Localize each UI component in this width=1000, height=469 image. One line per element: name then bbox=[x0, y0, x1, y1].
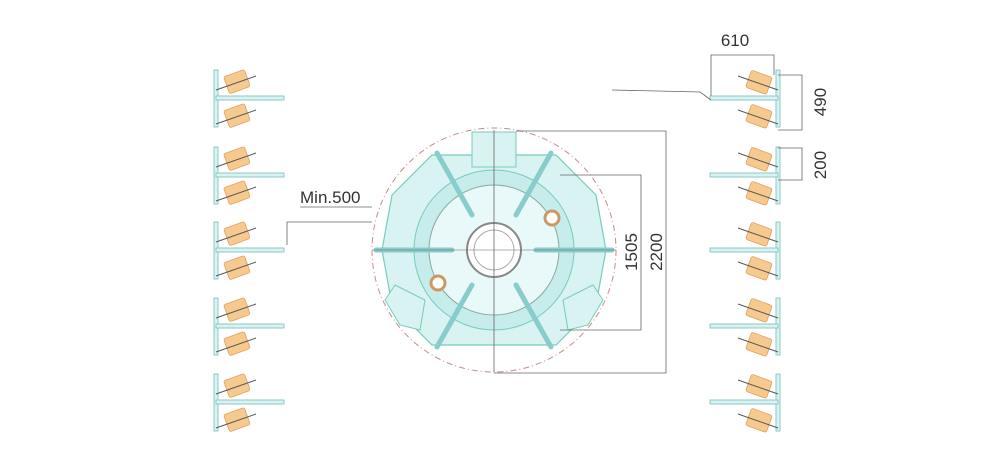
product-icon bbox=[745, 147, 773, 172]
product-icon bbox=[223, 255, 251, 280]
product-icon bbox=[745, 298, 773, 323]
product-icon bbox=[745, 104, 773, 129]
holder-pin bbox=[737, 75, 779, 91]
product-icon bbox=[223, 103, 251, 128]
holder-pin bbox=[737, 152, 779, 168]
rack bbox=[709, 297, 781, 357]
holder-pin bbox=[215, 413, 257, 429]
station-right bbox=[562, 284, 604, 331]
product-icon bbox=[745, 256, 773, 281]
product-icon bbox=[745, 374, 773, 399]
product-icon bbox=[745, 181, 773, 206]
dim-610: 610 bbox=[721, 31, 749, 50]
product-icon bbox=[223, 331, 251, 356]
holder-pin bbox=[215, 109, 257, 125]
carousel-machine bbox=[371, 127, 617, 373]
product-icon bbox=[745, 222, 773, 247]
rack bbox=[709, 221, 781, 281]
holder-pin bbox=[215, 379, 257, 395]
product-icon bbox=[223, 373, 251, 398]
dim-2200: 2200 bbox=[647, 233, 666, 271]
rack bbox=[213, 146, 285, 205]
holder-pin bbox=[737, 303, 779, 319]
product-icon bbox=[745, 408, 773, 433]
product-icon bbox=[223, 180, 251, 205]
holder-pin bbox=[215, 337, 257, 353]
dim-min-500: Min.500 bbox=[300, 188, 360, 207]
product-icon bbox=[223, 69, 251, 94]
rack bbox=[709, 373, 781, 433]
dim-1505: 1505 bbox=[622, 233, 641, 271]
holder-pin bbox=[215, 186, 257, 202]
product-icon bbox=[223, 297, 251, 322]
dimension-lines bbox=[286, 54, 803, 374]
holder-pin bbox=[215, 261, 257, 277]
holder-pin bbox=[737, 261, 779, 277]
racks bbox=[213, 69, 781, 433]
spindle-icon bbox=[543, 209, 561, 227]
product-icon bbox=[223, 221, 251, 246]
rack bbox=[213, 221, 285, 280]
station-left bbox=[384, 284, 426, 331]
holder-pin bbox=[215, 303, 257, 319]
holder-pin bbox=[215, 227, 257, 243]
holder-pin bbox=[737, 186, 779, 202]
product-icon bbox=[223, 407, 251, 432]
rack bbox=[213, 297, 285, 356]
product-icon bbox=[745, 332, 773, 357]
holder-pin bbox=[215, 75, 257, 91]
holder-pin bbox=[215, 152, 257, 168]
spindle-icon bbox=[429, 274, 447, 292]
rack bbox=[709, 146, 781, 206]
holder-pin bbox=[737, 379, 779, 395]
dim-200: 200 bbox=[811, 151, 830, 179]
dim-490: 490 bbox=[811, 88, 830, 116]
holder-pin bbox=[737, 337, 779, 353]
rack bbox=[213, 373, 285, 432]
holder-pin bbox=[737, 227, 779, 243]
rack bbox=[709, 69, 781, 129]
product-icon bbox=[745, 70, 773, 95]
holder-pin bbox=[737, 413, 779, 429]
holder-pin bbox=[737, 109, 779, 125]
product-icon bbox=[223, 146, 251, 171]
rack bbox=[213, 69, 285, 128]
